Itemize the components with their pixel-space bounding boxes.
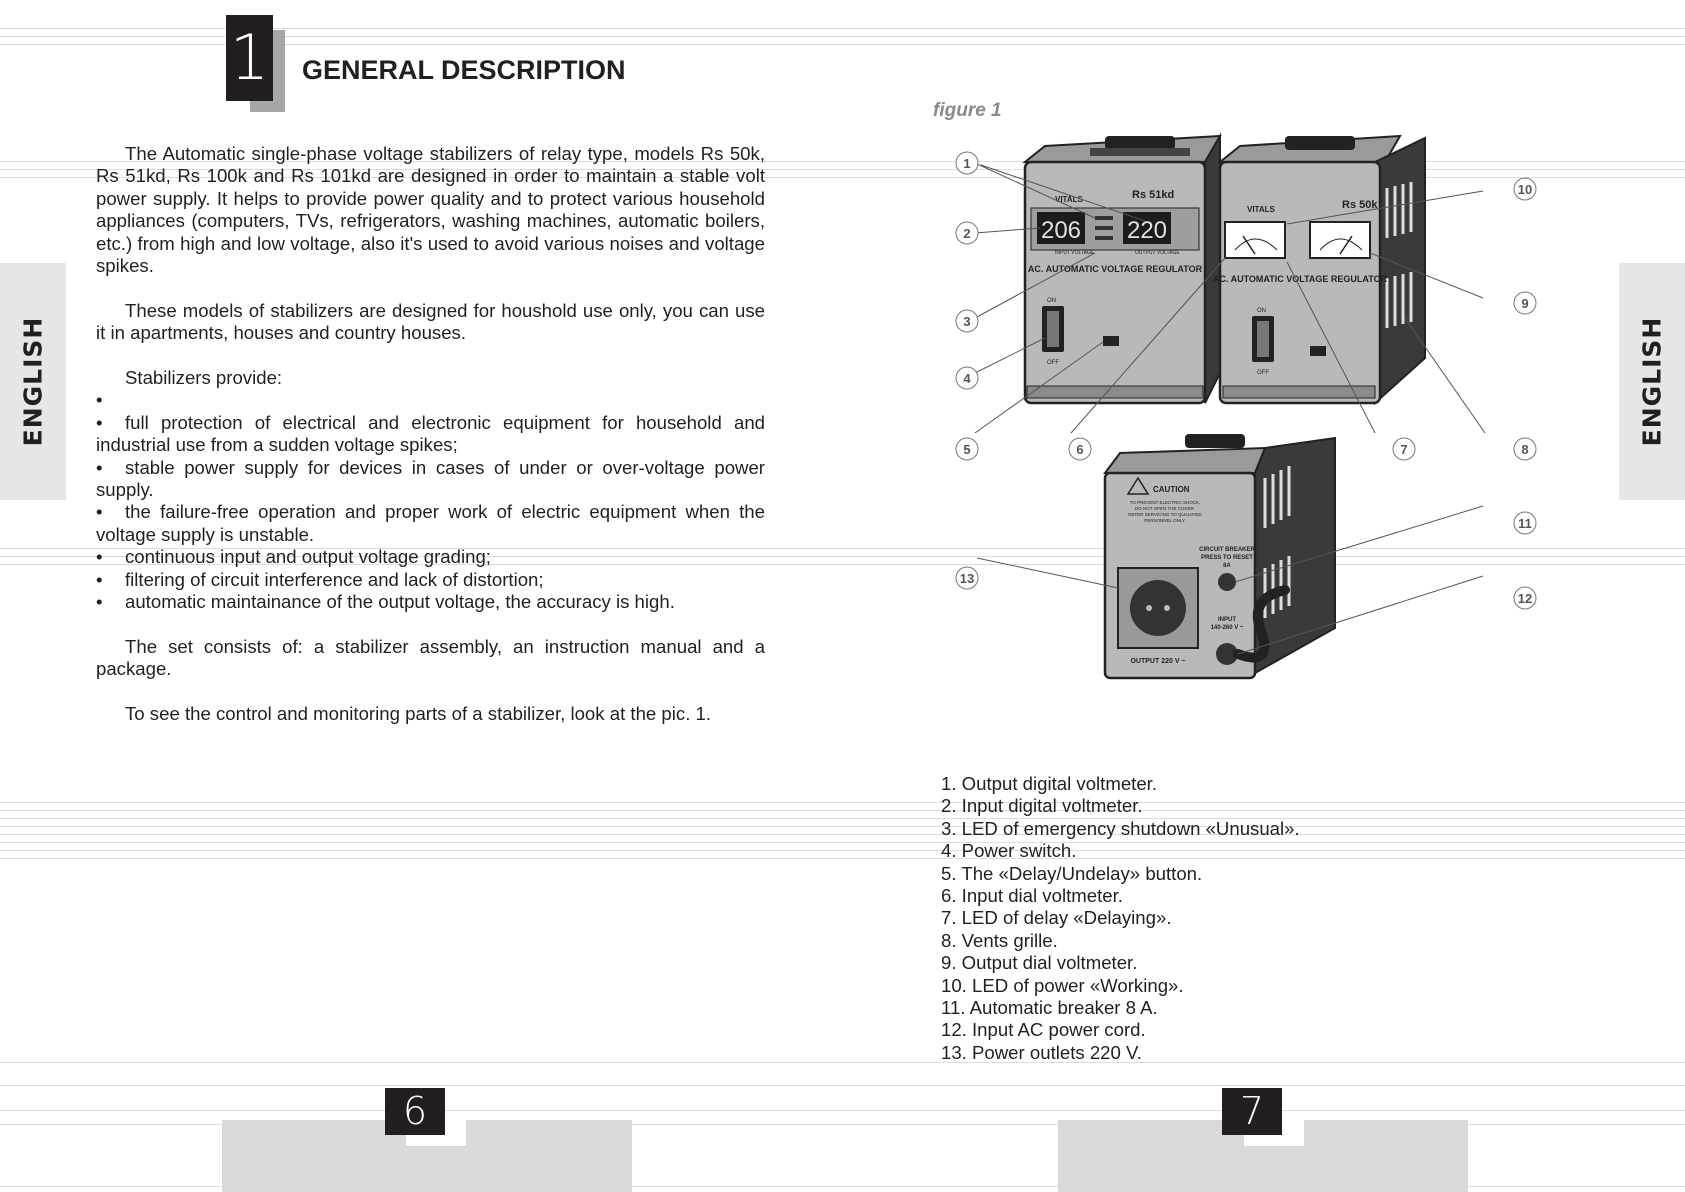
unit-rs51kd: 206 220 INPUT VOLTAGE OUTPUT VOLTAGE AC.…	[1022, 132, 1222, 405]
list-item: 3. LED of emergency shutdown «Unusual».	[941, 817, 1300, 839]
figure-label: figure 1	[933, 100, 1002, 121]
svg-text:1: 1	[963, 156, 970, 171]
svg-text:10: 10	[1518, 182, 1532, 197]
side-tab-right: ENGLISH	[1619, 263, 1685, 500]
svg-text:7: 7	[1400, 442, 1407, 457]
svg-text:INPUT VOLTAGE: INPUT VOLTAGE	[1055, 250, 1095, 256]
list-item: •	[96, 389, 103, 411]
panel-title-1: AC. AUTOMATIC VOLTAGE REGULATOR	[1028, 264, 1203, 274]
chapter-number: 1	[226, 15, 273, 101]
svg-text:6: 6	[1076, 442, 1083, 457]
list-item: 13. Power outlets 220 V.	[941, 1041, 1142, 1063]
side-tab-left: ENGLISH	[0, 263, 66, 500]
list-item: 12. Input AC power cord.	[941, 1019, 1146, 1041]
svg-text:ON: ON	[1047, 298, 1056, 304]
svg-text:OUTPUT VOLTAGE: OUTPUT VOLTAGE	[1135, 250, 1180, 256]
closing-paragraph-2: To see the control and monitoring parts …	[125, 703, 712, 725]
list-item: 8. Vents grille.	[941, 929, 1058, 951]
output-label: OUTPUT 220 V ~	[1130, 658, 1185, 665]
model-label-2: Rs 50k	[1342, 199, 1378, 211]
side-tab-right-label: ENGLISH	[1637, 316, 1667, 447]
brand-logo-2: VITALS	[1247, 205, 1276, 214]
svg-text:OFF: OFF	[1047, 360, 1059, 366]
caution-label: CAUTION	[1153, 485, 1190, 494]
list-item: 7. LED of delay «Delaying».	[941, 907, 1172, 929]
svg-text:ON: ON	[1257, 308, 1266, 314]
svg-text:INPUT: INPUT	[1218, 617, 1236, 623]
list-item: •the failure-free operation and proper w…	[96, 501, 765, 545]
svg-text:5: 5	[963, 442, 970, 457]
svg-text:13: 13	[960, 571, 974, 586]
stabilizer-illustration: 206 220 INPUT VOLTAGE OUTPUT VOLTAGE AC.…	[955, 132, 1537, 680]
list-item: 2. Input digital voltmeter.	[941, 795, 1143, 817]
svg-text:DO NOT OPEN THE COVER.: DO NOT OPEN THE COVER.	[1135, 506, 1195, 511]
svg-text:4: 4	[963, 371, 971, 386]
svg-text:9: 9	[1521, 296, 1528, 311]
intro-paragraph-1: The Automatic single-phase voltage stabi…	[96, 143, 765, 277]
list-item: 10. LED of power «Working».	[941, 974, 1184, 996]
provides-list: • •full protection of electrical and ele…	[96, 389, 765, 613]
svg-text:140-260 V ~: 140-260 V ~	[1211, 625, 1244, 631]
svg-text:8A: 8A	[1223, 563, 1231, 569]
list-item: 1. Output digital voltmeter.	[941, 773, 1158, 794]
svg-text:TO PREVENT ELECTRIC SHOCK,: TO PREVENT ELECTRIC SHOCK,	[1130, 500, 1201, 505]
output-display-value: 220	[1127, 217, 1167, 244]
list-item: •filtering of circuit interference and l…	[96, 568, 544, 590]
callouts: 1 2 3 4 5 6 7 8 9 10 11 12 13	[955, 151, 1537, 610]
list-item: •full protection of electrical and elect…	[96, 411, 765, 456]
unit-rs50k: AC. AUTOMATIC VOLTAGE REGULATOR Rs 50k V…	[1213, 134, 1426, 406]
svg-text:12: 12	[1518, 591, 1532, 606]
svg-text:REFER SERVICING TO QUALIFIED: REFER SERVICING TO QUALIFIED	[1128, 512, 1202, 517]
svg-text:11: 11	[1518, 516, 1532, 531]
svg-text:8: 8	[1521, 442, 1528, 457]
input-display-value: 206	[1041, 217, 1081, 244]
list-item: 4. Power switch.	[941, 840, 1077, 862]
side-tab-left-label: ENGLISH	[18, 316, 48, 447]
list-item: •continuous input and output voltage gra…	[96, 546, 491, 568]
model-label-1: Rs 51kd	[1132, 189, 1174, 201]
figure-legend: 1. Output digital voltmeter. 2. Input di…	[941, 773, 1300, 1064]
unit-rear-view: CAUTION TO PREVENT ELECTRIC SHOCK, DO NO…	[1103, 434, 1336, 680]
svg-text:PRESS TO RESET: PRESS TO RESET	[1201, 555, 1253, 561]
list-item: 9. Output dial voltmeter.	[941, 952, 1138, 974]
list-item: 6. Input dial voltmeter.	[941, 885, 1123, 907]
brand-logo-1: VITALS	[1055, 195, 1084, 204]
page-number-left: 6	[385, 1088, 445, 1135]
panel-title-2: AC. AUTOMATIC VOLTAGE REGULATOR	[1213, 274, 1388, 284]
closing-paragraph-1: The set consists of: a stabilizer assemb…	[96, 635, 765, 680]
svg-text:CIRCUIT BREAKER: CIRCUIT BREAKER	[1199, 547, 1255, 553]
page-number-right: 7	[1222, 1088, 1282, 1135]
list-item: •stable power supply for devices in case…	[96, 456, 765, 501]
section-title: GENERAL DESCRIPTION	[302, 55, 626, 85]
body-text: The Automatic single-phase voltage stabi…	[96, 143, 765, 748]
intro-paragraph-3: Stabilizers provide:	[125, 367, 283, 389]
list-item: •automatic maintainance of the output vo…	[96, 591, 675, 613]
svg-text:2: 2	[963, 226, 970, 241]
list-item: 5. The «Delay/Undelay» button.	[941, 862, 1203, 884]
svg-text:OFF: OFF	[1257, 370, 1269, 376]
intro-paragraph-2: These models of stabilizers are designed…	[96, 299, 765, 344]
leader-lines	[974, 162, 1486, 655]
list-item: 11. Automatic breaker 8 A.	[941, 997, 1158, 1019]
svg-text:PERSONNEL ONLY.: PERSONNEL ONLY.	[1144, 518, 1185, 523]
svg-text:3: 3	[963, 314, 970, 329]
